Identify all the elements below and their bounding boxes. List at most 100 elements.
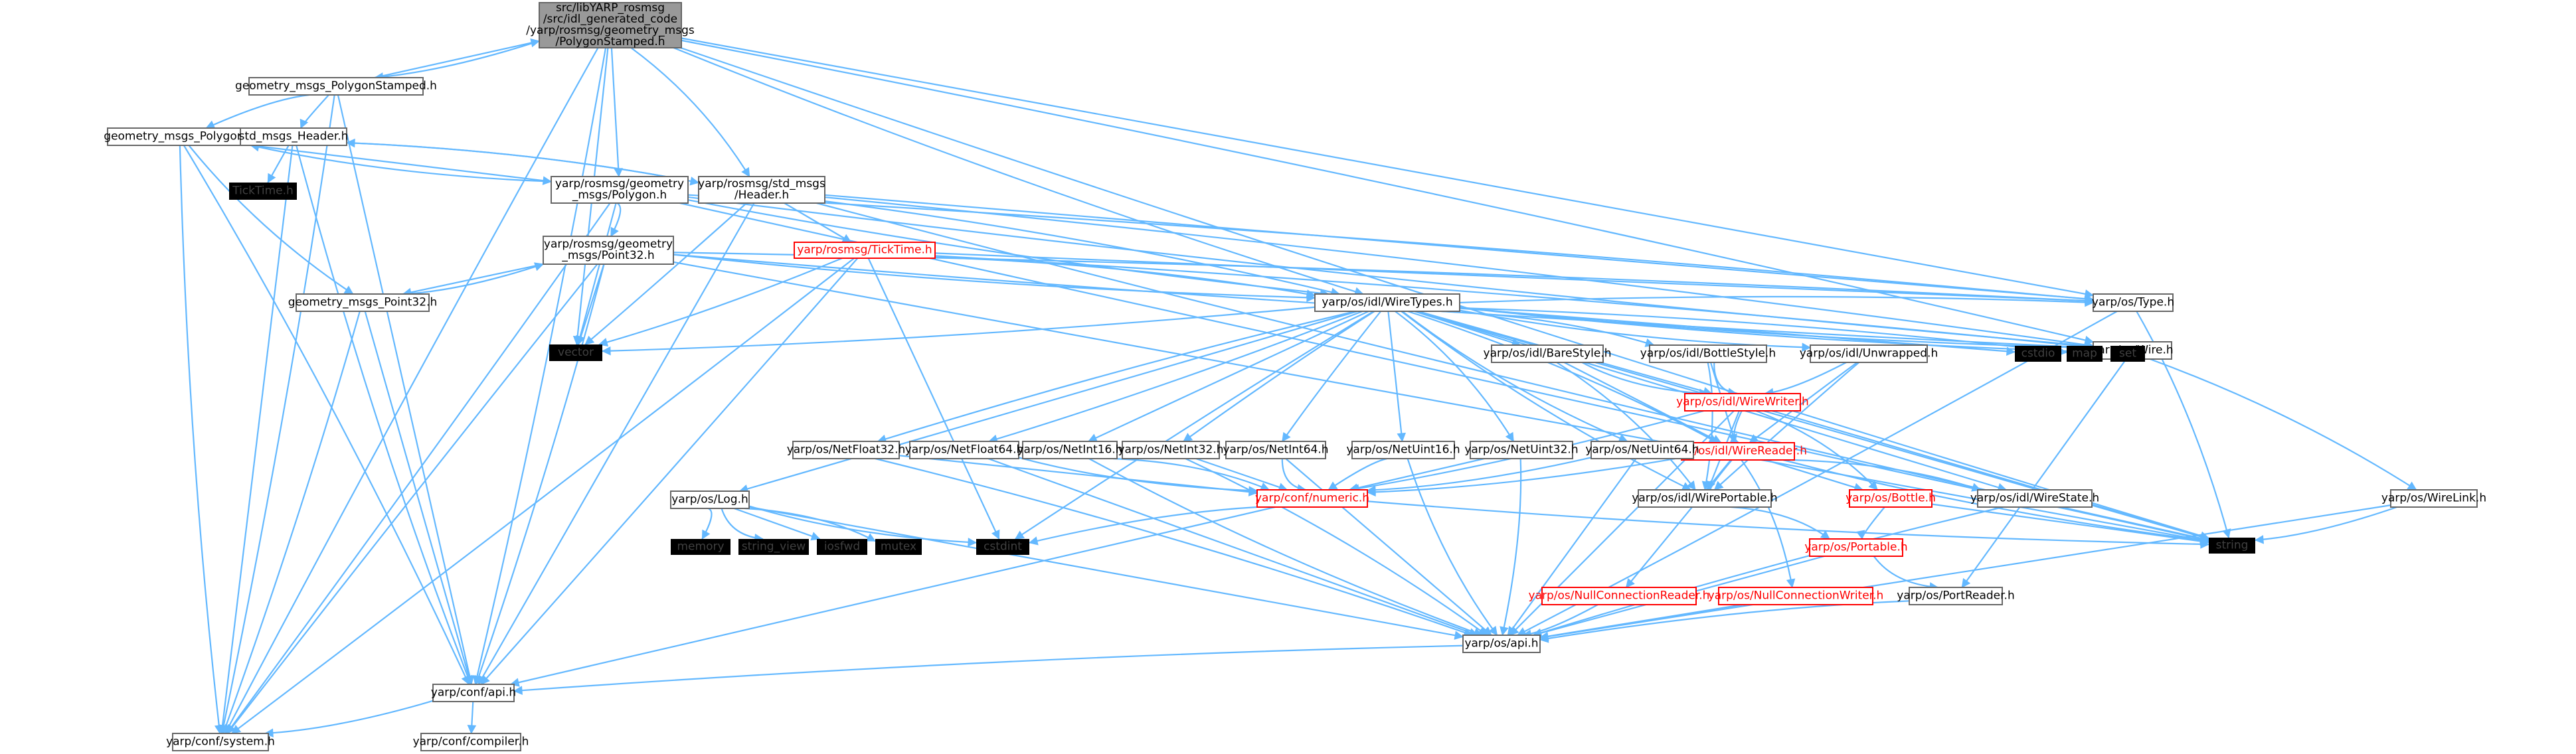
node-netuint16[interactable]: yarp/os/NetUint16.h [1346, 441, 1460, 459]
node-label: yarp/os/NetFloat32.h [787, 443, 906, 457]
node-os_api[interactable]: yarp/os/api.h [1462, 635, 1541, 653]
arrowhead-std_header [345, 138, 355, 148]
node-box [909, 441, 1019, 459]
edge-root-to-string [680, 46, 2209, 539]
arrowhead-cstdint [968, 538, 978, 547]
node-type_h[interactable]: yarp/os/Type.h [2092, 293, 2174, 312]
node-label: string [2216, 539, 2249, 552]
node-label: yarp/os/Type.h [2092, 296, 2174, 309]
node-netuint32[interactable]: yarp/os/NetUint32.h [1464, 441, 1579, 459]
node-nullconnreader[interactable]: yarp/os/NullConnectionReader.h [1529, 587, 1710, 605]
arrowhead-rm_point32 [610, 226, 619, 237]
node-label: string_view [742, 540, 806, 554]
node-netint64[interactable]: yarp/os/NetInt64.h [1223, 441, 1329, 459]
node-box [976, 539, 1029, 555]
node-box [698, 176, 825, 204]
node-conf_compiler[interactable]: yarp/conf/compiler.h [413, 733, 529, 751]
node-rm_polygon[interactable]: yarp/rosmsg/geometry_msgs/Polygon.h [551, 176, 689, 204]
node-label: cstdint [984, 540, 1022, 554]
node-wirereader[interactable]: yarp/os/idl/WireReader.h [1669, 442, 1807, 461]
node-label: yarp/os/Portable.h [1804, 541, 1907, 554]
edge-gm_point32-to-conf_system [222, 311, 361, 734]
node-log_h[interactable]: yarp/os/Log.h [670, 490, 750, 509]
node-nullconnwriter[interactable]: yarp/os/NullConnectionWriter.h [1708, 587, 1884, 605]
edge-netint16-to-os_api [1088, 458, 1483, 637]
node-label: vector [558, 346, 594, 359]
node-label: yarp/rosmsg/geometry [555, 177, 684, 190]
node-box [2390, 489, 2478, 508]
node-wiretypes[interactable]: yarp/os/idl/WireTypes.h [1314, 293, 1460, 312]
edge-wirelink-to-string [2255, 506, 2397, 541]
arrowhead-wireportable [1713, 481, 1724, 490]
node-wirewriter[interactable]: yarp/os/idl/WireWriter.h [1676, 393, 1809, 412]
node-box [240, 127, 347, 146]
node-root[interactable]: src/libYARP_rosmsg/src/idl_generated_cod… [526, 1, 695, 48]
node-unwrapped[interactable]: yarp/os/idl/Unwrapped.h [1800, 344, 1938, 363]
node-barestyle[interactable]: yarp/os/idl/BareStyle.h [1484, 344, 1612, 363]
node-netint32[interactable]: yarp/os/NetInt32.h [1118, 441, 1224, 459]
nodes-layer: src/libYARP_rosmsg/src/idl_generated_cod… [104, 1, 2486, 751]
edge-std_header-to-conf_system [220, 145, 294, 734]
node-box [875, 539, 922, 555]
node-label: yarp/os/Bottle.h [1846, 492, 1936, 505]
edge-wirewriter-to-bottle [1755, 410, 1878, 490]
node-label: yarp/os/idl/WireWriter.h [1676, 396, 1809, 409]
edge-wiretypes-to-set [1459, 307, 2111, 354]
arrowhead-ticktime_h [267, 173, 276, 183]
node-rm_ticktime[interactable]: yarp/rosmsg/TickTime.h [794, 242, 936, 259]
node-numeric[interactable]: yarp/conf/numeric.h [1255, 489, 1369, 508]
node-netint16[interactable]: yarp/os/NetInt16.h [1017, 441, 1123, 459]
node-box [670, 490, 750, 509]
edge-rm_ticktime-to-conf_system [231, 258, 855, 734]
node-rm_stdheader[interactable]: yarp/rosmsg/std_msgs/Header.h [698, 176, 825, 204]
node-iosfwd: iosfwd [817, 539, 867, 555]
node-wireportable[interactable]: yarp/os/idl/WirePortable.h [1632, 489, 1778, 508]
node-wirelink[interactable]: yarp/os/WireLink.h [2381, 489, 2486, 508]
node-label: yarp/os/NullConnectionReader.h [1529, 589, 1710, 603]
arrowhead-os_api [1507, 625, 1517, 636]
node-wirestate[interactable]: yarp/os/idl/WireState.h [1970, 489, 2099, 508]
arrowhead-os_api [1539, 632, 1549, 641]
node-box [1909, 587, 2003, 605]
arrowhead-conf_api [513, 686, 523, 695]
edge-netint64-to-os_api [1285, 458, 1492, 636]
node-label: src/libYARP_rosmsg [556, 1, 665, 15]
edge-root-to-rm_stdheader [630, 47, 750, 177]
node-portable[interactable]: yarp/os/Portable.h [1804, 538, 1908, 557]
node-netuint64[interactable]: yarp/os/NetUint64.h [1585, 441, 1699, 459]
edge-log_h-to-cstdint [748, 505, 977, 544]
node-rm_point32[interactable]: yarp/rosmsg/geometry_msgs/Point32.h [543, 236, 674, 265]
node-label: geometry_msgs_Polygon.h [104, 130, 254, 143]
node-gm_polystamped[interactable]: geometry_msgs_PolygonStamped.h [235, 77, 437, 96]
arrowhead-vector [601, 346, 611, 356]
node-bottle[interactable]: yarp/os/Bottle.h [1846, 489, 1936, 508]
node-box [1590, 441, 1694, 459]
node-memory: memory [671, 539, 730, 555]
edge-barestyle-to-wirereader [1563, 362, 1722, 443]
node-label: yarp/rosmsg/std_msgs [698, 177, 825, 190]
node-box [1681, 442, 1795, 461]
node-conf_system[interactable]: yarp/conf/system.h [166, 733, 275, 751]
arrowhead-rm_stdheader [741, 167, 750, 177]
arrowhead-cstdint [1028, 536, 1039, 546]
node-gm_polygon[interactable]: geometry_msgs_Polygon.h [104, 127, 255, 146]
arrowhead-nullconnwriter [1786, 578, 1796, 589]
edge-bottlestyle-to-wireportable [1704, 362, 1713, 490]
node-box [1462, 635, 1541, 653]
edge-rm_stdheader-to-std_header [346, 141, 699, 184]
edge-netuint16-to-os_api [1407, 458, 1498, 636]
edge-gm_polygon-to-gm_point32 [188, 145, 354, 295]
node-label: yarp/conf/api.h [431, 686, 516, 700]
node-conf_api[interactable]: yarp/conf/api.h [431, 684, 516, 702]
node-box [229, 183, 297, 200]
node-std_header[interactable]: std_msgs_Header.h [239, 127, 349, 146]
node-netfloat32[interactable]: yarp/os/NetFloat32.h [787, 441, 906, 459]
node-portreader[interactable]: yarp/os/PortReader.h [1897, 587, 2015, 605]
node-gm_point32[interactable]: geometry_msgs_Point32.h [288, 293, 437, 312]
node-box [551, 176, 689, 204]
edge-bottlestyle-to-wirewriter [1713, 362, 1737, 395]
node-box [549, 344, 602, 361]
node-box [738, 539, 809, 555]
node-bottlestyle[interactable]: yarp/os/idl/BottleStyle.h [1640, 344, 1776, 363]
node-netfloat64[interactable]: yarp/os/NetFloat64.h [905, 441, 1024, 459]
